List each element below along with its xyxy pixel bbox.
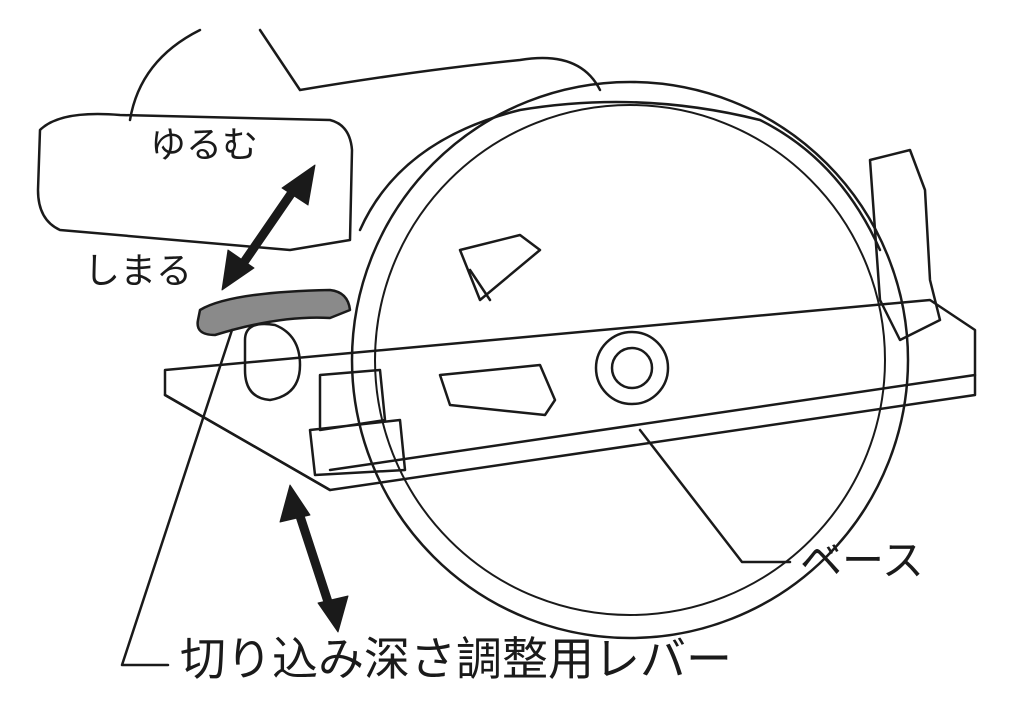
upper-guard	[358, 100, 882, 252]
loosen-label: ゆるむ	[150, 125, 259, 166]
blade-hub	[594, 330, 670, 406]
rear-knob	[868, 148, 942, 342]
depth-arrow	[279, 484, 349, 633]
base-label: ベース	[800, 536, 924, 585]
depth-bracket	[243, 322, 407, 477]
saw-blade	[350, 80, 910, 640]
tighten-label: しまる	[84, 251, 193, 292]
base-leader-line	[638, 428, 792, 564]
motor-housing	[36, 112, 354, 252]
blade-guard-arc	[374, 104, 886, 616]
handle	[128, 28, 602, 122]
bevel-knob	[438, 363, 557, 417]
blade-bolt	[610, 346, 654, 390]
depth-adjustment-lever-label: 切り込み深さ調整用レバー	[180, 632, 732, 686]
depth-lever	[196, 288, 352, 337]
lever-leader-line	[120, 328, 234, 667]
loosen-tighten-arrow	[221, 164, 316, 291]
guard-detail	[458, 233, 542, 302]
base-edge	[163, 373, 977, 492]
